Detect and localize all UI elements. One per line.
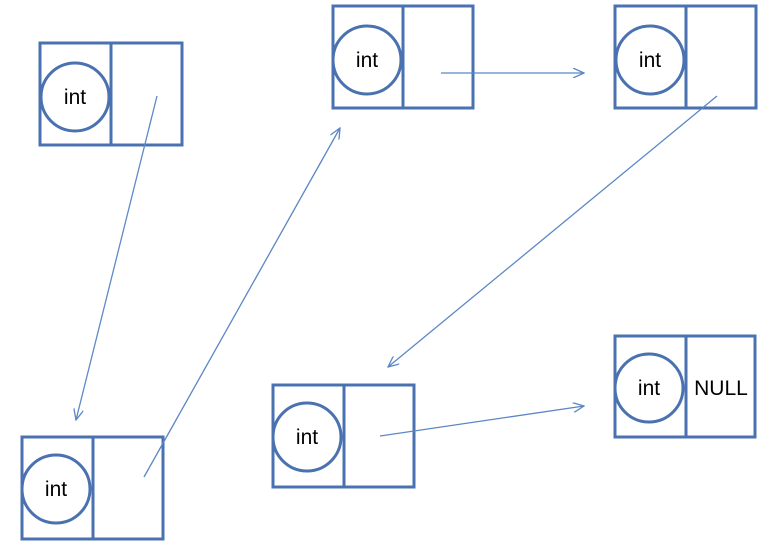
list-node-3: int [331,4,475,110]
node-4-value-circle [614,24,686,96]
link-arrow-4-to-5 [388,95,718,367]
node-3-value-circle [331,24,403,96]
node-1-value-circle [39,61,111,133]
node-6-value-circle [613,352,685,424]
node-6-pointer-label: NULL [694,377,748,400]
link-arrow-2-to-3 [143,128,340,478]
list-node-1: int [38,41,184,147]
list-node-6: int NULL [613,334,757,439]
node-6-value-label: int [638,377,660,400]
link-arrow-5-to-6 [379,406,584,437]
node-1-value-label: int [64,86,86,109]
list-node-4: int [613,4,758,110]
node-4-value-label: int [639,49,661,72]
node-5-value-circle [271,401,343,473]
list-node-5: int [271,383,416,489]
link-arrow-1-to-2 [76,95,158,420]
list-node-2: int [20,435,165,541]
node-3-value-label: int [356,49,378,72]
node-2-value-circle [20,453,92,525]
node-5-value-label: int [296,426,318,449]
node-2-value-label: int [45,478,67,501]
